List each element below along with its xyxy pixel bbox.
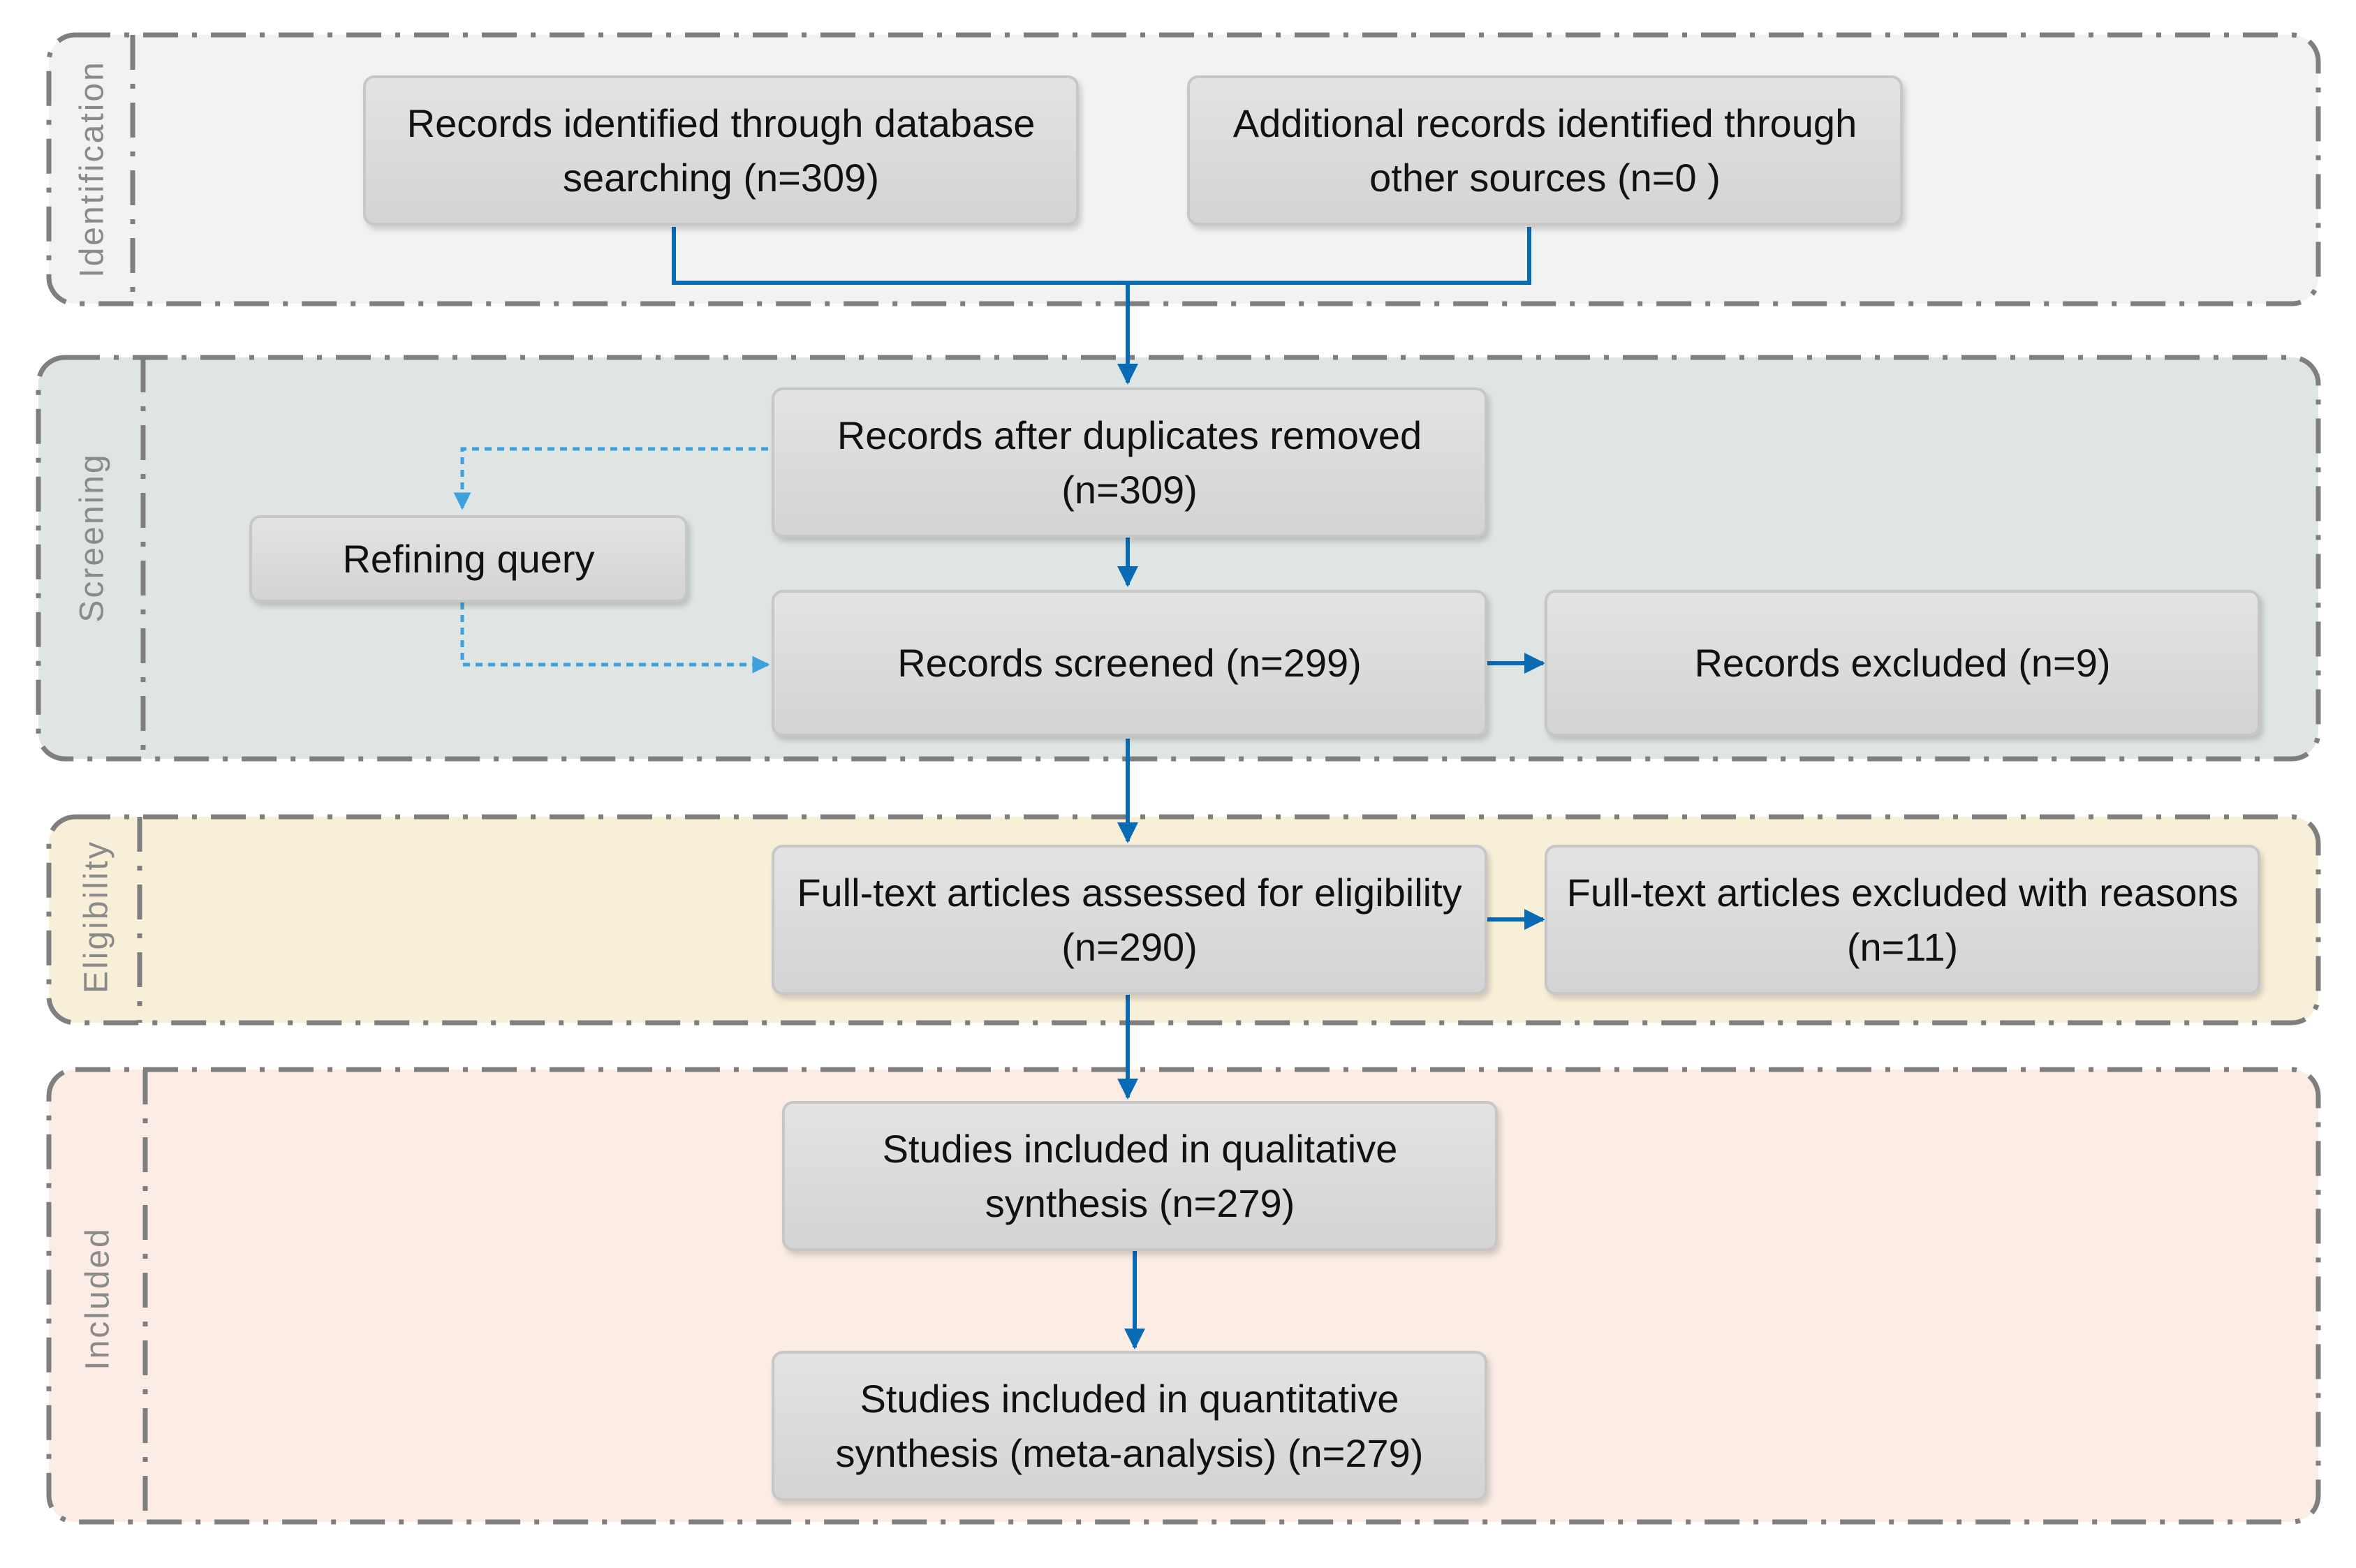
screened-box: Records screened (n=299)	[772, 590, 1487, 737]
qualitative-text: Studies included in qualitative synthesi…	[882, 1126, 1398, 1225]
other-sources-text: Additional records identified through ot…	[1232, 101, 1857, 200]
quantitative-box: Studies included in quantitative synthes…	[772, 1351, 1487, 1501]
included-label: Included	[79, 1227, 117, 1370]
excluded-text: Records excluded (n=9)	[1694, 641, 2111, 685]
refining-query-text: Refining query	[342, 536, 595, 581]
fulltext-excluded-box: Full-text articles excluded with reasons…	[1545, 845, 2260, 995]
database-records-box: Records identified through database sear…	[363, 75, 1079, 225]
dotted-arrow-to-screened	[460, 602, 770, 674]
excluded-box: Records excluded (n=9)	[1545, 590, 2260, 737]
after-duplicates-text: Records after duplicates removed (n=309)	[837, 413, 1422, 512]
other-sources-box: Additional records identified through ot…	[1187, 75, 1903, 225]
screened-text: Records screened (n=299)	[897, 641, 1362, 685]
refining-query-box: Refining query	[249, 515, 688, 602]
fulltext-excluded-text: Full-text articles excluded with reasons…	[1566, 870, 2239, 969]
quantitative-text: Studies included in quantitative synthes…	[835, 1376, 1424, 1475]
after-duplicates-box: Records after duplicates removed (n=309)	[772, 387, 1487, 538]
database-records-text: Records identified through database sear…	[406, 101, 1036, 200]
qualitative-box: Studies included in qualitative synthesi…	[782, 1101, 1498, 1251]
dotted-arrow-to-refining	[453, 447, 768, 510]
merge-connector	[672, 227, 1531, 285]
fulltext-assessed-box: Full-text articles assessed for eligibil…	[772, 845, 1487, 995]
screening-label: Screening	[73, 452, 111, 623]
identification-label: Identification	[73, 60, 111, 278]
eligibility-label: Eligibility	[78, 840, 115, 993]
included-panel	[46, 1067, 2321, 1525]
fulltext-assessed-text: Full-text articles assessed for eligibil…	[797, 870, 1462, 969]
